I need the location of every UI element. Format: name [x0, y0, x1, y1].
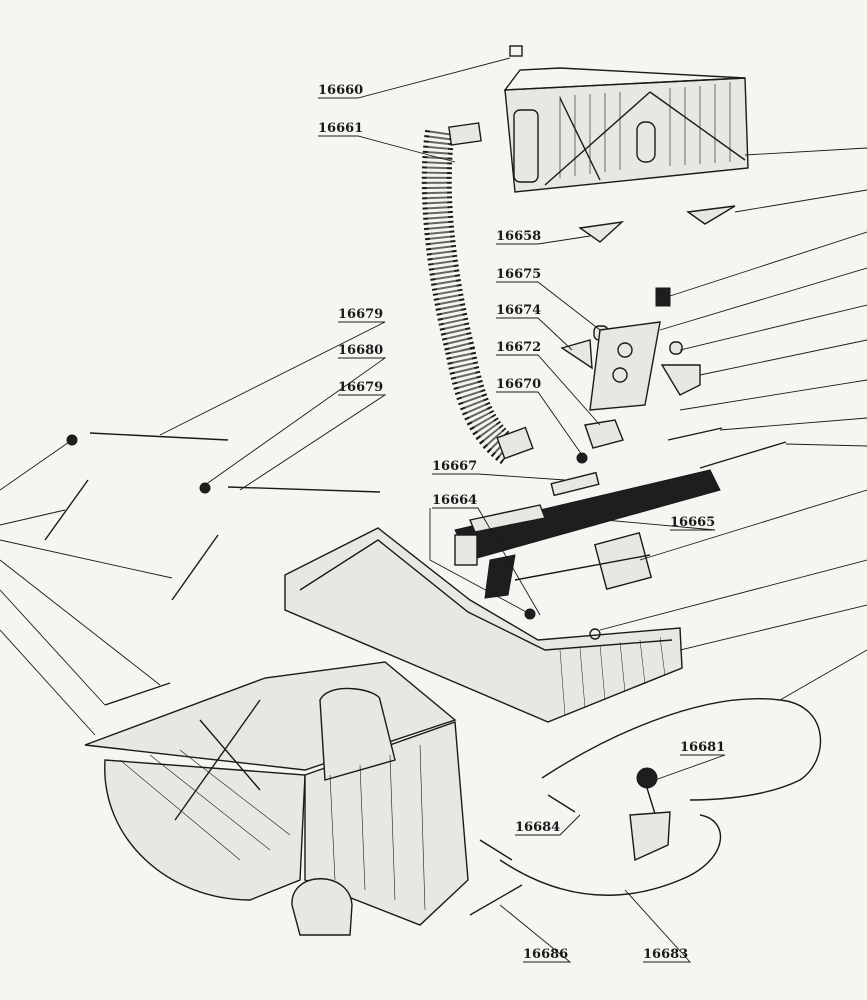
callout-16665: 16665: [670, 515, 715, 530]
feed-chute: [421, 122, 534, 465]
callout-16661: 16661: [318, 121, 363, 136]
callout-16683: 16683: [643, 947, 688, 962]
callout-16679-top: 16679: [338, 307, 383, 322]
firing-control: [469, 698, 822, 916]
callout-labels: 16660 16661 16658 16675 16674 16672 1667…: [318, 83, 725, 962]
callout-16674: 16674: [496, 303, 541, 318]
callout-16684: 16684: [515, 820, 560, 835]
callout-16658: 16658: [496, 229, 541, 244]
callout-16670: 16670: [496, 377, 541, 392]
callout-16660: 16660: [318, 83, 363, 98]
callout-16686: 16686: [523, 947, 568, 962]
callout-16675: 16675: [496, 267, 541, 282]
mounting-brackets: [560, 205, 736, 464]
ejector-assembly: [514, 531, 653, 640]
callout-16679-bottom: 16679: [338, 380, 383, 395]
turret-housing: [84, 661, 469, 936]
callout-16672: 16672: [496, 340, 541, 355]
control-rods: [44, 432, 381, 706]
callout-16680: 16680: [338, 343, 383, 358]
callout-16664: 16664: [432, 493, 477, 508]
callout-16667: 16667: [432, 459, 477, 474]
feed-tray: [284, 527, 683, 723]
leader-lines: [0, 57, 867, 963]
callout-16681: 16681: [680, 740, 725, 755]
machine-gun: [454, 441, 787, 599]
ammunition-box: [503, 45, 749, 193]
